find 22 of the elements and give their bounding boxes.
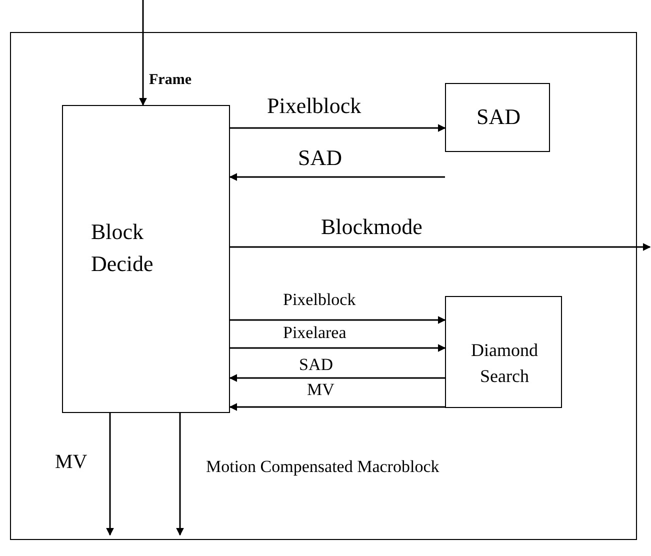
arrow	[230, 243, 651, 251]
arrow	[230, 124, 446, 132]
arrow	[230, 344, 446, 352]
arrow	[229, 403, 445, 411]
process-block	[62, 105, 230, 413]
arrow	[230, 316, 446, 324]
process-block	[445, 83, 550, 152]
arrow	[229, 374, 445, 382]
edge-label: Motion Compensated Macroblock	[205, 458, 440, 475]
block-label: SAD	[475, 104, 522, 130]
block-label: Diamond Search	[470, 339, 539, 388]
edge-label: Pixelarea	[282, 324, 348, 341]
edge-label: Pixelblock	[282, 291, 357, 308]
block-label: Block Decide	[91, 218, 154, 278]
arrow	[106, 413, 114, 536]
outer-frame	[10, 32, 637, 540]
arrow	[229, 173, 445, 181]
arrow	[139, 0, 147, 106]
arrow	[176, 413, 184, 536]
process-block	[445, 296, 562, 408]
edge-label: SAD	[298, 356, 334, 373]
edge-label: MV	[306, 381, 336, 398]
